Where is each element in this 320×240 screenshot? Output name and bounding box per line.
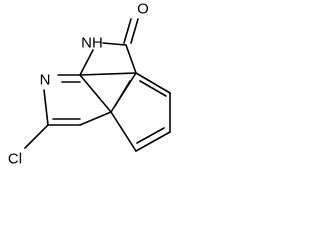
- bond-carbonyl-co-b: [130, 18, 139, 44]
- atom-label-chlorine: Cl: [8, 151, 22, 168]
- bond-c8b-c2a: [79, 72, 137, 76]
- bond-nh-carbonyl: [102, 42, 127, 46]
- atom-label-nh: NH: [81, 35, 103, 52]
- bond-c5a-c2a-inner: [114, 80, 131, 107]
- bond-carbonyl-c2a: [125, 44, 137, 74]
- bond-carbonyl-co-a: [123, 18, 132, 44]
- bond-c5-c5a: [110, 111, 137, 152]
- bond-c4-c5-inner: [136, 127, 165, 144]
- chemical-structure: O NH N Cl: [8, 1, 171, 168]
- bond-ccl-cl: [24, 124, 49, 149]
- bond-n-cl-carbon: [43, 89, 49, 126]
- bond-c5a-c8b: [79, 74, 112, 113]
- atom-label-ring-nitrogen: N: [40, 72, 51, 89]
- bond-c2a-c3-outer: [135, 72, 171, 94]
- bond-c2a-c3-inner: [139, 80, 167, 97]
- bond-c4-c5-outer: [135, 131, 171, 152]
- bond-nh-c8b: [79, 49, 94, 76]
- bond-ch-c5a: [79, 111, 112, 126]
- atom-label-oxygen: O: [137, 1, 149, 18]
